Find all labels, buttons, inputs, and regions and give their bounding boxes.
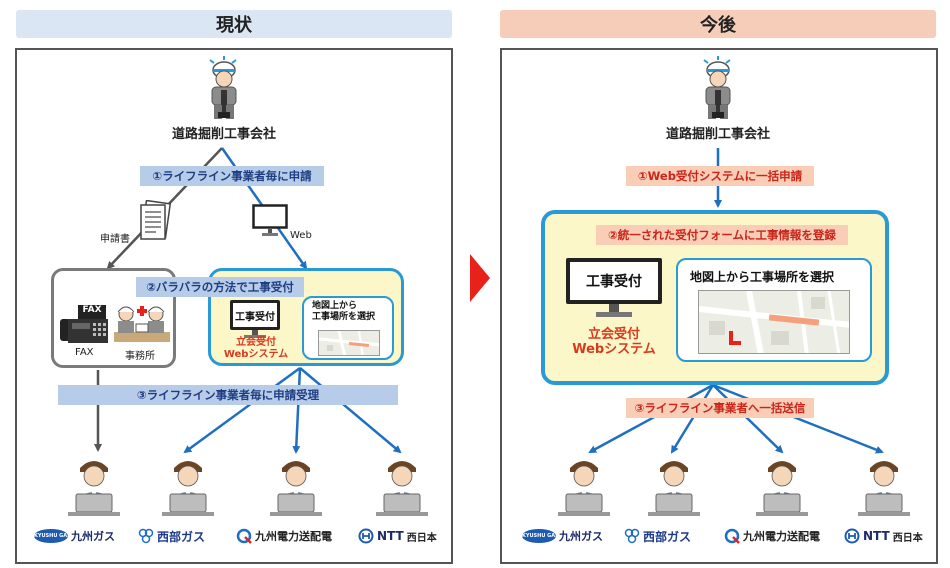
arrow-future-kyushu-gas bbox=[588, 383, 714, 454]
kyushu-gas-mark: KYUSHU GAS bbox=[522, 529, 559, 543]
logo-kyushu-gas: KYUSHU GAS 九州ガス bbox=[522, 529, 603, 543]
arrow-to-saibu-gas bbox=[183, 366, 301, 454]
kyuden-mark-icon bbox=[236, 528, 252, 544]
company-name: 道路掘削工事会社 bbox=[665, 127, 770, 142]
ntt-mark-icon bbox=[358, 528, 374, 544]
kyushu-gas-mark: KYUSHU GAS bbox=[34, 529, 71, 543]
map-thumbnail bbox=[698, 290, 850, 354]
system-monitor-screen: 工事受付 bbox=[230, 300, 280, 330]
arrow-future-saibu-gas bbox=[670, 384, 715, 454]
header-future: 今後 bbox=[500, 10, 936, 38]
bubble-text: 地図上から工事場所を選択 bbox=[690, 270, 835, 284]
arrow-future-ntt bbox=[712, 383, 884, 454]
step1-label: ①Web受付システムに一括申請 bbox=[626, 166, 814, 186]
fax-screen-text: FAX bbox=[82, 305, 102, 315]
arrow-to-ntt bbox=[299, 367, 402, 454]
map-thumbnail bbox=[318, 330, 380, 356]
map-selection-bubble: 地図上から 工事場所を選択 bbox=[302, 296, 394, 360]
web-label: Web bbox=[290, 230, 312, 241]
step2-label: ②統一された受付フォームに工事情報を登録 bbox=[596, 225, 848, 245]
employee-laptop-icon bbox=[648, 461, 700, 516]
system-monitor: 工事受付 bbox=[230, 300, 280, 340]
employee-laptop-icon bbox=[376, 461, 428, 516]
saibu-gas-mark-icon bbox=[624, 528, 640, 544]
saibu-gas-mark-icon bbox=[138, 528, 154, 544]
logo-ntt: NTT 西日本 bbox=[358, 526, 437, 546]
logo-kyuden: 九州電力送配電 bbox=[724, 526, 820, 546]
employee-laptop-icon bbox=[68, 461, 120, 516]
logo-ntt: NTT 西日本 bbox=[844, 526, 923, 546]
system-monitor: 工事受付 bbox=[566, 258, 662, 320]
computer-monitor-icon bbox=[252, 204, 288, 236]
step3-label: ③ライフライン事業者毎に申請受理 bbox=[58, 385, 398, 405]
step1-label: ①ライフライン事業者毎に申請 bbox=[140, 166, 324, 186]
logo-kyushu-gas: KYUSHU GAS 九州ガス bbox=[34, 529, 115, 543]
ntt-mark-icon bbox=[844, 528, 860, 544]
transition-arrow-icon bbox=[470, 254, 490, 302]
construction-worker-icon bbox=[703, 56, 731, 119]
header-current: 現状 bbox=[16, 10, 452, 38]
step2-label: ②バラバラの方法で工事受付 bbox=[136, 277, 304, 297]
logo-saibu-gas: 西部ガス bbox=[624, 526, 691, 546]
construction-worker-icon bbox=[209, 56, 237, 119]
employee-laptop-icon bbox=[162, 461, 214, 516]
arrow-to-kyuden bbox=[292, 367, 302, 454]
fax-label: FAX bbox=[75, 347, 94, 358]
system-name: 立会受付 Webシステム bbox=[223, 337, 289, 360]
logo-kyuden: 九州電力送配電 bbox=[236, 526, 332, 546]
kyuden-mark-icon bbox=[724, 528, 740, 544]
fax-machine-icon bbox=[60, 305, 108, 343]
step3-label: ③ライフライン事業者へ一括送信 bbox=[626, 398, 814, 418]
company-name: 道路掘削工事会社 bbox=[171, 127, 276, 142]
arrow-future-kyuden bbox=[712, 384, 784, 454]
logo-saibu-gas: 西部ガス bbox=[138, 526, 205, 546]
system-monitor-screen: 工事受付 bbox=[566, 258, 662, 304]
bubble-text: 地図上から 工事場所を選択 bbox=[312, 301, 376, 322]
employee-laptop-icon bbox=[270, 461, 322, 516]
application-document-icon bbox=[140, 200, 172, 240]
document-label: 申請書 bbox=[100, 234, 130, 245]
employee-laptop-icon bbox=[858, 461, 910, 516]
employee-laptop-icon bbox=[756, 461, 808, 516]
system-name: 立会受付 Webシステム bbox=[572, 327, 656, 357]
map-selection-bubble: 地図上から工事場所を選択 bbox=[676, 258, 872, 362]
office-label: 事務所 bbox=[125, 351, 155, 362]
employee-laptop-icon bbox=[558, 461, 610, 516]
office-workers-icon bbox=[114, 306, 170, 342]
